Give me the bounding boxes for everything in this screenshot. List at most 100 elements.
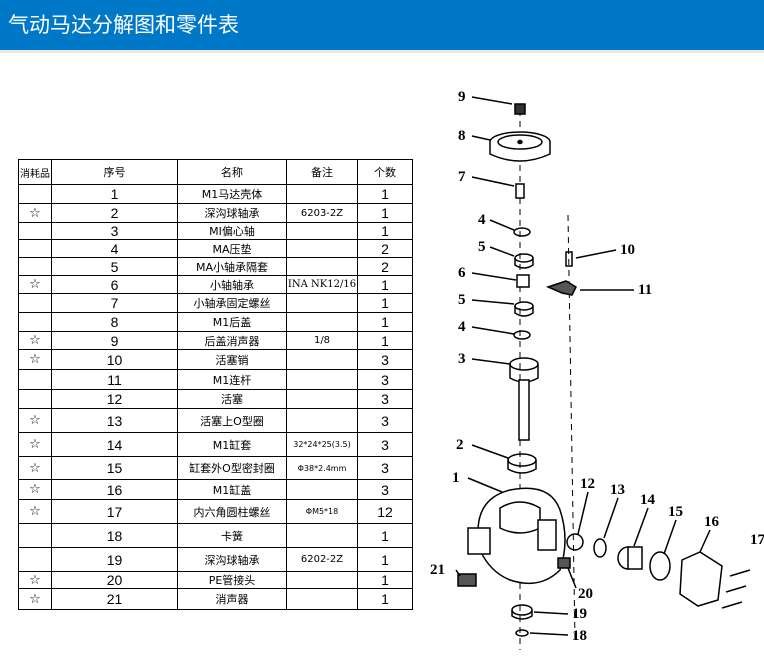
cell-note: Φ38*2.4mm <box>286 456 358 480</box>
cell-qty: 1 <box>357 184 413 204</box>
cell-name: MI偏心轴 <box>177 222 287 240</box>
cell-consumable <box>18 239 52 258</box>
part-label: 6 <box>458 265 466 281</box>
cell-no: 6 <box>51 275 178 294</box>
cell-qty: 3 <box>357 389 413 409</box>
part-label: 7 <box>458 169 466 185</box>
cell-name: 卡簧 <box>177 523 287 548</box>
cell-consumable: ☆ <box>18 275 52 294</box>
part-label: 19 <box>572 606 587 622</box>
cell-qty: 1 <box>357 547 413 572</box>
cell-note <box>286 184 358 204</box>
cell-note <box>286 349 358 370</box>
cell-consumable <box>18 523 52 548</box>
cell-no: 8 <box>51 312 178 332</box>
cell-no: 20 <box>51 571 178 589</box>
cell-no: 11 <box>51 369 178 390</box>
cell-name: 后盖消声器 <box>177 331 287 350</box>
cell-consumable <box>18 184 52 204</box>
cell-note: ΦM5*18 <box>286 499 358 524</box>
cell-no: 1 <box>51 184 178 204</box>
cell-qty: 3 <box>357 349 413 370</box>
part-label: 2 <box>456 437 464 453</box>
cell-name: 小轴轴承 <box>177 275 287 294</box>
page-header: 气动马达分解图和零件表 <box>0 0 764 50</box>
cell-consumable: ☆ <box>18 456 52 480</box>
cell-no: 3 <box>51 222 178 240</box>
cell-note <box>286 293 358 313</box>
part-label: 4 <box>478 212 486 228</box>
cell-note: 6203-2Z <box>286 203 358 223</box>
cell-name: MA压垫 <box>177 239 287 258</box>
part-label: 21 <box>430 562 445 578</box>
cell-consumable <box>18 293 52 313</box>
cell-qty: 3 <box>357 408 413 433</box>
cell-note <box>286 479 358 500</box>
cell-no: 4 <box>51 239 178 258</box>
cell-qty: 1 <box>357 331 413 350</box>
cell-name: 消声器 <box>177 588 287 610</box>
cell-name: M1缸盖 <box>177 479 287 500</box>
table-header-row: 消耗品 序号 名称 备注 个数 <box>18 159 413 185</box>
cell-qty: 1 <box>357 222 413 240</box>
cell-consumable <box>18 389 52 409</box>
part-label: 10 <box>620 242 635 258</box>
cell-no: 5 <box>51 257 178 276</box>
column-header-qty: 个数 <box>357 159 413 185</box>
cell-name: 小轴承固定螺丝 <box>177 293 287 313</box>
part-label: 16 <box>704 514 720 530</box>
cell-qty: 3 <box>357 369 413 390</box>
cell-qty: 1 <box>357 312 413 332</box>
part-label: 11 <box>638 282 652 298</box>
part-label: 8 <box>458 128 466 144</box>
cell-note: 6202-2Z <box>286 547 358 572</box>
column-header-no: 序号 <box>51 159 178 185</box>
cell-qty: 3 <box>357 479 413 500</box>
cell-name: M1连杆 <box>177 369 287 390</box>
cell-qty: 1 <box>357 293 413 313</box>
cell-qty: 3 <box>357 432 413 457</box>
cell-name: 活塞 <box>177 389 287 409</box>
cell-name: M1马达壳体 <box>177 184 287 204</box>
cell-qty: 1 <box>357 571 413 589</box>
cell-no: 13 <box>51 408 178 433</box>
cell-note <box>286 408 358 433</box>
cell-name: 活塞销 <box>177 349 287 370</box>
part-label: 14 <box>640 492 656 508</box>
part-label: 17 <box>750 532 764 548</box>
part-label: 4 <box>458 319 466 335</box>
cell-name: M1缸套 <box>177 432 287 457</box>
cell-qty: 1 <box>357 275 413 294</box>
cell-no: 16 <box>51 479 178 500</box>
page-title: 气动马达分解图和零件表 <box>8 13 239 37</box>
cell-consumable <box>18 312 52 332</box>
cell-note <box>286 312 358 332</box>
cell-name: 深沟球轴承 <box>177 203 287 223</box>
column-header-consumable: 消耗品 <box>18 159 52 185</box>
part-label: 5 <box>478 239 486 255</box>
cell-name: 活塞上O型圈 <box>177 408 287 433</box>
cell-consumable <box>18 369 52 390</box>
cell-no: 18 <box>51 523 178 548</box>
cell-no: 9 <box>51 331 178 350</box>
cell-note <box>286 571 358 589</box>
cell-consumable <box>18 547 52 572</box>
cell-consumable: ☆ <box>18 203 52 223</box>
cell-no: 14 <box>51 432 178 457</box>
cell-no: 17 <box>51 499 178 524</box>
cell-qty: 1 <box>357 588 413 610</box>
part-label: 12 <box>580 476 595 492</box>
cell-qty: 12 <box>357 499 413 524</box>
cell-name: MA小轴承隔套 <box>177 257 287 276</box>
